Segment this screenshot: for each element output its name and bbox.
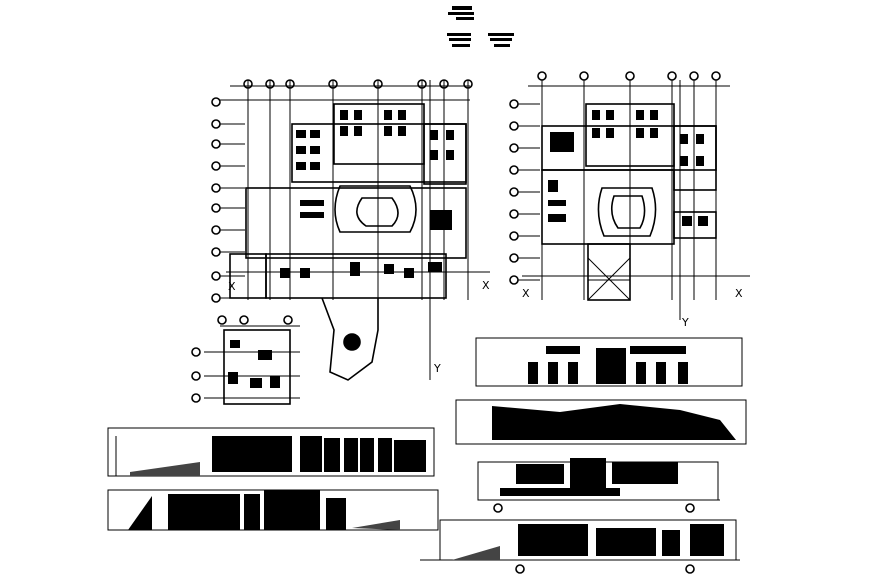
- floor-plan-b: X X Y: [509, 71, 750, 329]
- elevation-left-1: [107, 427, 435, 477]
- axis-label-x-left-b: X: [522, 287, 530, 300]
- axis-label-y: Y: [433, 362, 441, 375]
- axis-label-x-left: X: [228, 280, 236, 293]
- title-block: [447, 6, 514, 47]
- elevation-right-3: [477, 458, 720, 513]
- elevation-right-4: [420, 519, 740, 574]
- axis-label-y-b: Y: [681, 316, 689, 329]
- elevation-right-1: [475, 337, 743, 387]
- key-plan: [191, 315, 300, 405]
- elevation-left-2: [107, 489, 439, 531]
- section-right-2: [455, 399, 747, 445]
- axis-label-x-right-b: X: [735, 287, 743, 300]
- axis-label-x-right: X: [482, 279, 490, 292]
- floor-plan-a: X X Y: [211, 79, 490, 381]
